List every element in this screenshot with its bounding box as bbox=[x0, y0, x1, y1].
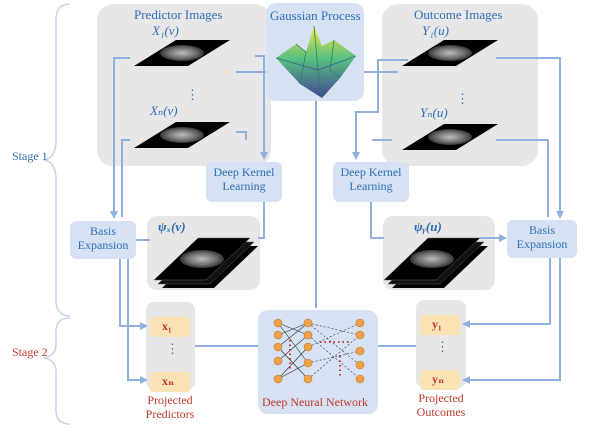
projected-outcomes-label: Projected Outcomes bbox=[398, 391, 484, 420]
psi-y-label: ψᵧ(u) bbox=[414, 219, 442, 234]
y-dots: ⋮ bbox=[436, 339, 449, 354]
predictor-slice-1 bbox=[134, 40, 230, 66]
psi-x-label: ψₓ(v) bbox=[158, 219, 186, 234]
y1-label: y₁ bbox=[432, 317, 442, 331]
projected-predictors-line1: Projected bbox=[147, 393, 193, 407]
outcome-dots: ⋮ bbox=[456, 91, 469, 106]
xn-cell bbox=[150, 372, 190, 392]
connector-lines bbox=[110, 55, 564, 384]
deep-kernel-learning-right-label: Deep Kernel Learning bbox=[333, 165, 409, 194]
x1-cell bbox=[150, 317, 190, 337]
stage-1-label: Stage 1 bbox=[12, 149, 48, 163]
projected-predictors-line2: Predictors bbox=[145, 406, 195, 421]
neural-network-graph bbox=[273, 318, 365, 384]
gaussian-process-title: Gaussian Process bbox=[270, 8, 361, 23]
projected-outcomes-line2: Outcomes bbox=[416, 404, 466, 419]
deep-kernel-learning-left-label: Deep Kernel Learning bbox=[206, 165, 282, 194]
basis-expansion-left-label: Basis Expansion bbox=[70, 224, 136, 253]
basis-right-line1: Basis bbox=[528, 223, 555, 237]
stage-2-label: Stage 2 bbox=[12, 345, 48, 359]
deep-kernel-learning-box-right bbox=[333, 162, 409, 202]
predictor-first-label: X₁(v) bbox=[152, 23, 179, 38]
yn-cell bbox=[420, 370, 460, 390]
dkl-right-line2: Learning bbox=[349, 178, 393, 193]
psi-y-stack bbox=[383, 237, 488, 288]
dkl-left-line1: Deep Kernel bbox=[213, 165, 275, 179]
basis-left-line2: Expansion bbox=[77, 237, 129, 252]
gaussian-process-surface bbox=[275, 25, 357, 99]
basis-expansion-box-left bbox=[70, 221, 136, 259]
xn-label: xₙ bbox=[162, 374, 175, 388]
psi-x-stack bbox=[153, 237, 258, 288]
yn-label: yₙ bbox=[432, 372, 445, 386]
projected-predictors-label: Projected Predictors bbox=[128, 393, 212, 422]
y1-cell bbox=[420, 315, 460, 335]
dkl-left-line2: Learning bbox=[222, 178, 266, 193]
basis-right-line2: Expansion bbox=[516, 236, 568, 251]
projected-outcomes-line1: Projected bbox=[418, 391, 464, 405]
basis-left-line1: Basis bbox=[89, 224, 116, 238]
outcome-slice-1 bbox=[402, 40, 498, 66]
deep-neural-network-title: Deep Neural Network bbox=[262, 395, 368, 409]
x1-label: x₁ bbox=[162, 319, 172, 333]
dkl-right-line1: Deep Kernel bbox=[340, 165, 402, 179]
outcome-slice-n bbox=[402, 124, 498, 150]
predictor-images-panel bbox=[97, 4, 271, 166]
predictor-images-title: Predictor Images bbox=[134, 7, 223, 22]
outcome-images-panel bbox=[382, 4, 538, 166]
stage-braces bbox=[43, 3, 71, 425]
x-dots: ⋮ bbox=[166, 341, 179, 356]
outcome-first-label: Y₁(u) bbox=[422, 23, 449, 38]
predictor-dots: ⋮ bbox=[186, 87, 199, 102]
outcome-last-label: Yₙ(u) bbox=[420, 105, 448, 120]
basis-expansion-right-label: Basis Expansion bbox=[507, 223, 577, 252]
outcome-images-title: Outcome Images bbox=[414, 7, 503, 22]
basis-expansion-box-right bbox=[507, 220, 577, 258]
predictor-last-label: Xₙ(v) bbox=[150, 103, 178, 118]
predictor-slice-n bbox=[134, 122, 230, 148]
deep-kernel-learning-box-left bbox=[206, 162, 282, 202]
